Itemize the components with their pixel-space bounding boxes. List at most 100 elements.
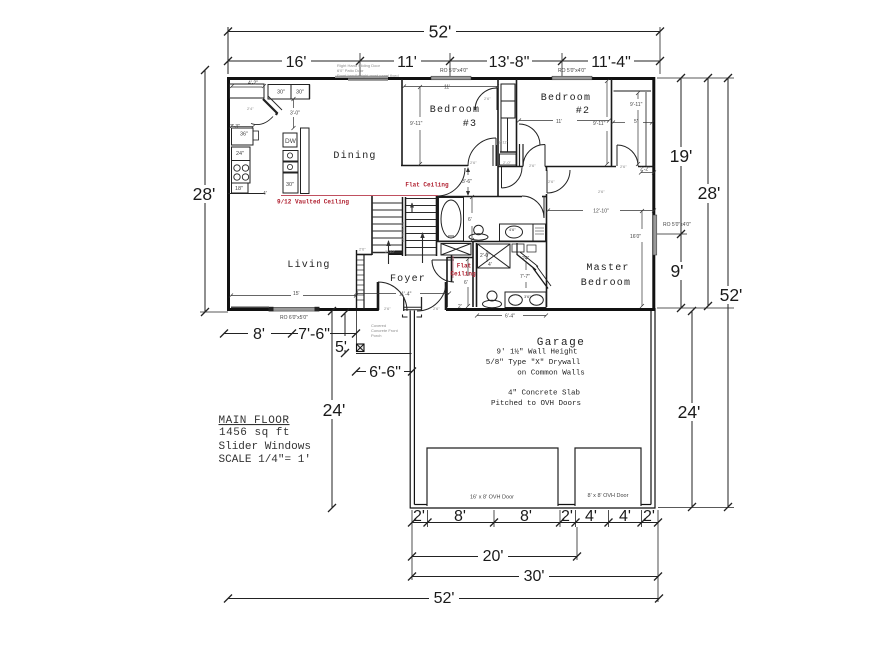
svg-text:Master: Master	[586, 263, 629, 274]
svg-text:16' x 8' OVH Door: 16' x 8' OVH Door	[470, 495, 514, 501]
svg-text:2'-0": 2'-0"	[503, 160, 512, 165]
svg-text:3'-0": 3'-0"	[290, 111, 300, 117]
svg-text:52': 52'	[720, 285, 743, 305]
svg-text:24": 24"	[522, 256, 530, 262]
svg-text:Bedroom: Bedroom	[581, 277, 631, 289]
svg-text:4'-2": 4'-2"	[248, 81, 258, 87]
svg-text:13'-8": 13'-8"	[489, 54, 530, 71]
svg-text:Foyer: Foyer	[390, 274, 426, 285]
svg-text:RO 6'0"x5'0": RO 6'0"x5'0"	[280, 315, 308, 321]
svg-text:SCALE 1/4"= 1': SCALE 1/4"= 1'	[219, 454, 311, 466]
svg-text:8': 8'	[253, 326, 265, 343]
svg-text:2'6": 2'6"	[620, 164, 627, 169]
svg-text:11': 11'	[444, 85, 450, 91]
svg-text:8': 8'	[520, 508, 532, 525]
svg-text:24': 24'	[678, 402, 701, 422]
svg-text:30': 30'	[524, 568, 545, 585]
svg-text:1'-11": 1'-11"	[498, 140, 508, 145]
svg-text:Garage: Garage	[537, 337, 586, 349]
svg-text:on Common Walls: on Common Walls	[517, 370, 585, 378]
svg-text:5': 5'	[634, 119, 638, 125]
svg-text:#3: #3	[463, 119, 477, 130]
svg-text:2': 2'	[561, 508, 573, 525]
svg-text:Dining: Dining	[333, 150, 376, 162]
svg-text:11': 11'	[556, 119, 562, 125]
svg-text:30": 30"	[296, 90, 304, 96]
svg-text:2': 2'	[643, 508, 655, 525]
svg-text:19': 19'	[670, 146, 693, 166]
svg-text:2'6": 2'6"	[359, 247, 366, 252]
svg-text:2'6": 2'6"	[433, 306, 440, 311]
svg-text:Flat: Flat	[457, 263, 472, 270]
svg-text:16'0": 16'0"	[630, 234, 641, 240]
svg-text:9'-11": 9'-11"	[593, 121, 606, 127]
svg-text:4" Concrete Slab: 4" Concrete Slab	[508, 390, 580, 398]
svg-text:2'6": 2'6"	[470, 160, 477, 165]
svg-text:11': 11'	[397, 54, 417, 71]
svg-text:52': 52'	[429, 22, 452, 42]
svg-text:#2: #2	[576, 106, 590, 117]
svg-text:RO 5'0"x4'0": RO 5'0"x4'0"	[663, 222, 691, 228]
svg-text:MAIN FLOOR: MAIN FLOOR	[219, 415, 290, 427]
svg-text:5/8" Type "X" Drywall: 5/8" Type "X" Drywall	[486, 359, 581, 367]
svg-text:3'6": 3'6"	[524, 294, 531, 299]
svg-text:Concrete Front: Concrete Front	[371, 328, 399, 333]
svg-text:24': 24'	[323, 400, 346, 420]
svg-text:11'-4": 11'-4"	[399, 292, 412, 298]
svg-text:2'6": 2'6"	[484, 96, 491, 101]
svg-text:Porch: Porch	[371, 333, 381, 338]
svg-text:9': 9'	[670, 261, 683, 281]
svg-text:Front handle right most panel: Front handle right most panel fixed	[337, 73, 399, 78]
svg-text:2'-3": 2'-3"	[230, 124, 240, 130]
svg-text:2': 2'	[458, 304, 462, 310]
svg-text:4'6": 4'6"	[509, 227, 516, 232]
svg-text:7'-6": 7'-6"	[298, 326, 330, 343]
svg-text:4': 4'	[488, 262, 492, 268]
svg-text:16': 16'	[286, 54, 307, 71]
svg-text:36": 36"	[240, 132, 248, 138]
svg-text:6'0" Patio Door: 6'0" Patio Door	[337, 68, 364, 73]
svg-text:3'-6": 3'-6"	[462, 179, 472, 185]
svg-text:9/12 Vaulted Ceiling: 9/12 Vaulted Ceiling	[277, 199, 349, 206]
svg-text:RO 5'0"x4'0": RO 5'0"x4'0"	[440, 68, 468, 74]
svg-text:6': 6'	[464, 280, 468, 286]
svg-text:2'4": 2'4"	[247, 106, 254, 111]
svg-text:2'-10": 2'-10"	[385, 249, 396, 254]
svg-text:16 RISERS: 16 RISERS	[400, 221, 405, 242]
svg-text:2'-2": 2'-2"	[640, 167, 650, 173]
svg-text:4': 4'	[263, 191, 267, 197]
svg-text:2'6": 2'6"	[384, 306, 391, 311]
svg-text:9'-11": 9'-11"	[630, 102, 643, 108]
svg-text:28': 28'	[193, 184, 216, 204]
svg-text:6'-4": 6'-4"	[505, 314, 515, 320]
svg-text:30": 30"	[286, 182, 294, 188]
svg-text:Right Hand Sliding Door: Right Hand Sliding Door	[337, 63, 381, 68]
svg-text:9' 1½" Wall Height: 9' 1½" Wall Height	[496, 348, 577, 357]
svg-text:30": 30"	[277, 90, 285, 96]
svg-text:2': 2'	[413, 508, 425, 525]
svg-text:2'6": 2'6"	[548, 179, 555, 184]
svg-text:2'6": 2'6"	[598, 189, 605, 194]
svg-text:Slider Windows: Slider Windows	[219, 441, 311, 453]
svg-text:24": 24"	[236, 151, 244, 157]
svg-text:Flat Ceiling: Flat Ceiling	[405, 182, 449, 189]
svg-text:15': 15'	[293, 291, 300, 297]
svg-text:6': 6'	[468, 217, 472, 223]
svg-text:Covered: Covered	[371, 323, 386, 328]
svg-text:4': 4'	[619, 508, 631, 525]
svg-text:6'-6": 6'-6"	[369, 364, 401, 381]
svg-text:12'-10": 12'-10"	[593, 209, 609, 215]
svg-text:52': 52'	[434, 590, 455, 607]
svg-text:Bedroom: Bedroom	[541, 92, 591, 104]
svg-text:4': 4'	[585, 508, 597, 525]
svg-text:Living: Living	[287, 259, 330, 271]
svg-text:Bedroom: Bedroom	[430, 104, 480, 116]
svg-text:18": 18"	[235, 186, 243, 192]
svg-text:9'-11": 9'-11"	[410, 121, 423, 127]
svg-text:2'-0": 2'-0"	[480, 253, 490, 259]
svg-text:5': 5'	[335, 339, 347, 356]
svg-text:2'6": 2'6"	[529, 163, 536, 168]
svg-text:DW: DW	[285, 138, 297, 145]
svg-text:RO 5'0"x4'0": RO 5'0"x4'0"	[558, 68, 586, 74]
svg-text:8': 8'	[454, 508, 466, 525]
